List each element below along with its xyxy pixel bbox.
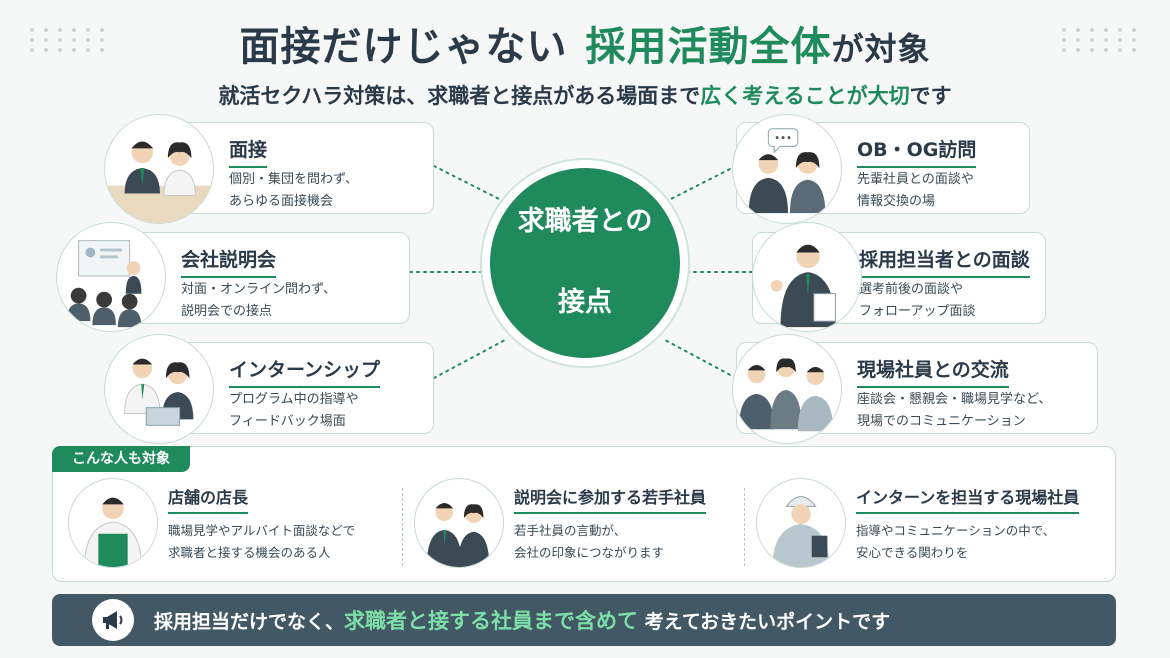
- person-desc: 若手社員の言動が、 会社の印象につながります: [514, 523, 665, 560]
- person-desc: 指導やコミュニケーションの中で、 安心できる関わりを: [856, 523, 1056, 560]
- internship-illustration: [104, 334, 214, 444]
- connector-internship: [433, 339, 506, 379]
- bottom-banner: 採用担当だけでなく、求職者と接する社員まで含めて 考えておきたいポイントです: [52, 594, 1116, 646]
- person-title: インターンを担当する現場社員: [856, 484, 1080, 514]
- card-title: インターンシップ: [229, 355, 381, 388]
- card-title: 会社説明会: [181, 245, 277, 278]
- title-accent: 採用活動全体: [585, 24, 832, 70]
- card-title: 採用担当者との面談: [859, 245, 1030, 278]
- card-desc: プログラム中の指導や フィードバック場面: [229, 392, 359, 430]
- section-tag: こんな人も対象: [52, 446, 190, 472]
- card-desc: 先輩社員との面談や 情報交換の場: [857, 172, 974, 210]
- center-hub: 求職者との接点: [490, 168, 680, 358]
- intern-supervisor-illustration: [756, 478, 846, 568]
- section-divider: [402, 488, 403, 566]
- interview-illustration: [104, 114, 214, 224]
- card-title: 面接: [229, 135, 268, 168]
- subtitle-accent: 広く考えることが大切: [700, 84, 910, 108]
- card-desc: 個別・集団を問わず、 あらゆる面接機会: [229, 172, 359, 210]
- connector-field: [664, 339, 737, 379]
- also-covered-section: [52, 446, 1116, 582]
- decorative-dots-right: [1062, 28, 1140, 52]
- card-desc: 対面・オンライン問わず、 説明会での接点: [181, 282, 337, 320]
- obog-visit-illustration: [732, 114, 842, 224]
- briefing-illustration: [56, 222, 166, 332]
- decorative-dots-left: [30, 28, 108, 52]
- title-part1: 面接だけじゃない: [239, 24, 568, 70]
- connector-obog: [664, 165, 737, 203]
- subtitle-part2: です: [909, 84, 952, 108]
- title-part2: が対象: [831, 30, 931, 68]
- page-title: 面接だけじゃない採用活動全体が対象: [0, 14, 1170, 72]
- person-title: 説明会に参加する若手社員: [514, 484, 707, 514]
- banner-accent: 求職者と接する社員まで含めて: [344, 609, 639, 633]
- card-desc: 選考前後の面談や フォローアップ面談: [859, 282, 976, 320]
- store-manager-illustration: [68, 478, 158, 568]
- megaphone-icon: [92, 599, 134, 641]
- person-intern-supervisor: インターンを担当する現場社員 指導やコミュニケーションの中で、 安心できる関わり…: [756, 470, 1106, 574]
- hub-line2: 接点: [558, 287, 612, 319]
- banner-text: 採用担当だけでなく、求職者と接する社員まで含めて 考えておきたいポイントです: [154, 605, 890, 635]
- person-store-manager: 店舗の店長 職場見学やアルバイト面談などで 求職者と接する機会のある人: [68, 470, 398, 574]
- hub-line1: 求職者との: [517, 206, 653, 238]
- page-subtitle: 就活セクハラ対策は、求職者と接点がある場面まで広く考えることが大切です: [0, 80, 1170, 110]
- person-title: 店舗の店長: [168, 484, 249, 514]
- connector-interview: [433, 165, 506, 203]
- field-staff-illustration: [732, 334, 842, 444]
- person-young-staff: 説明会に参加する若手社員 若手社員の言動が、 会社の印象につながります: [414, 470, 744, 574]
- recruiter-illustration: [752, 222, 862, 332]
- banner-part1: 採用担当だけでなく、: [154, 611, 345, 633]
- card-desc: 座談会・懇親会・職場見学など、 現場でのコミュニケーション: [857, 392, 1052, 430]
- banner-part2: 考えておきたいポイントです: [644, 611, 891, 633]
- person-desc: 職場見学やアルバイト面談などで 求職者と接する機会のある人: [168, 523, 356, 560]
- card-title: OB・OG訪問: [857, 135, 977, 168]
- subtitle-part1: 就活セクハラ対策は、求職者と接点がある場面まで: [218, 84, 701, 108]
- card-title: 現場社員との交流: [857, 355, 1009, 388]
- young-staff-illustration: [414, 478, 504, 568]
- section-divider: [744, 488, 745, 566]
